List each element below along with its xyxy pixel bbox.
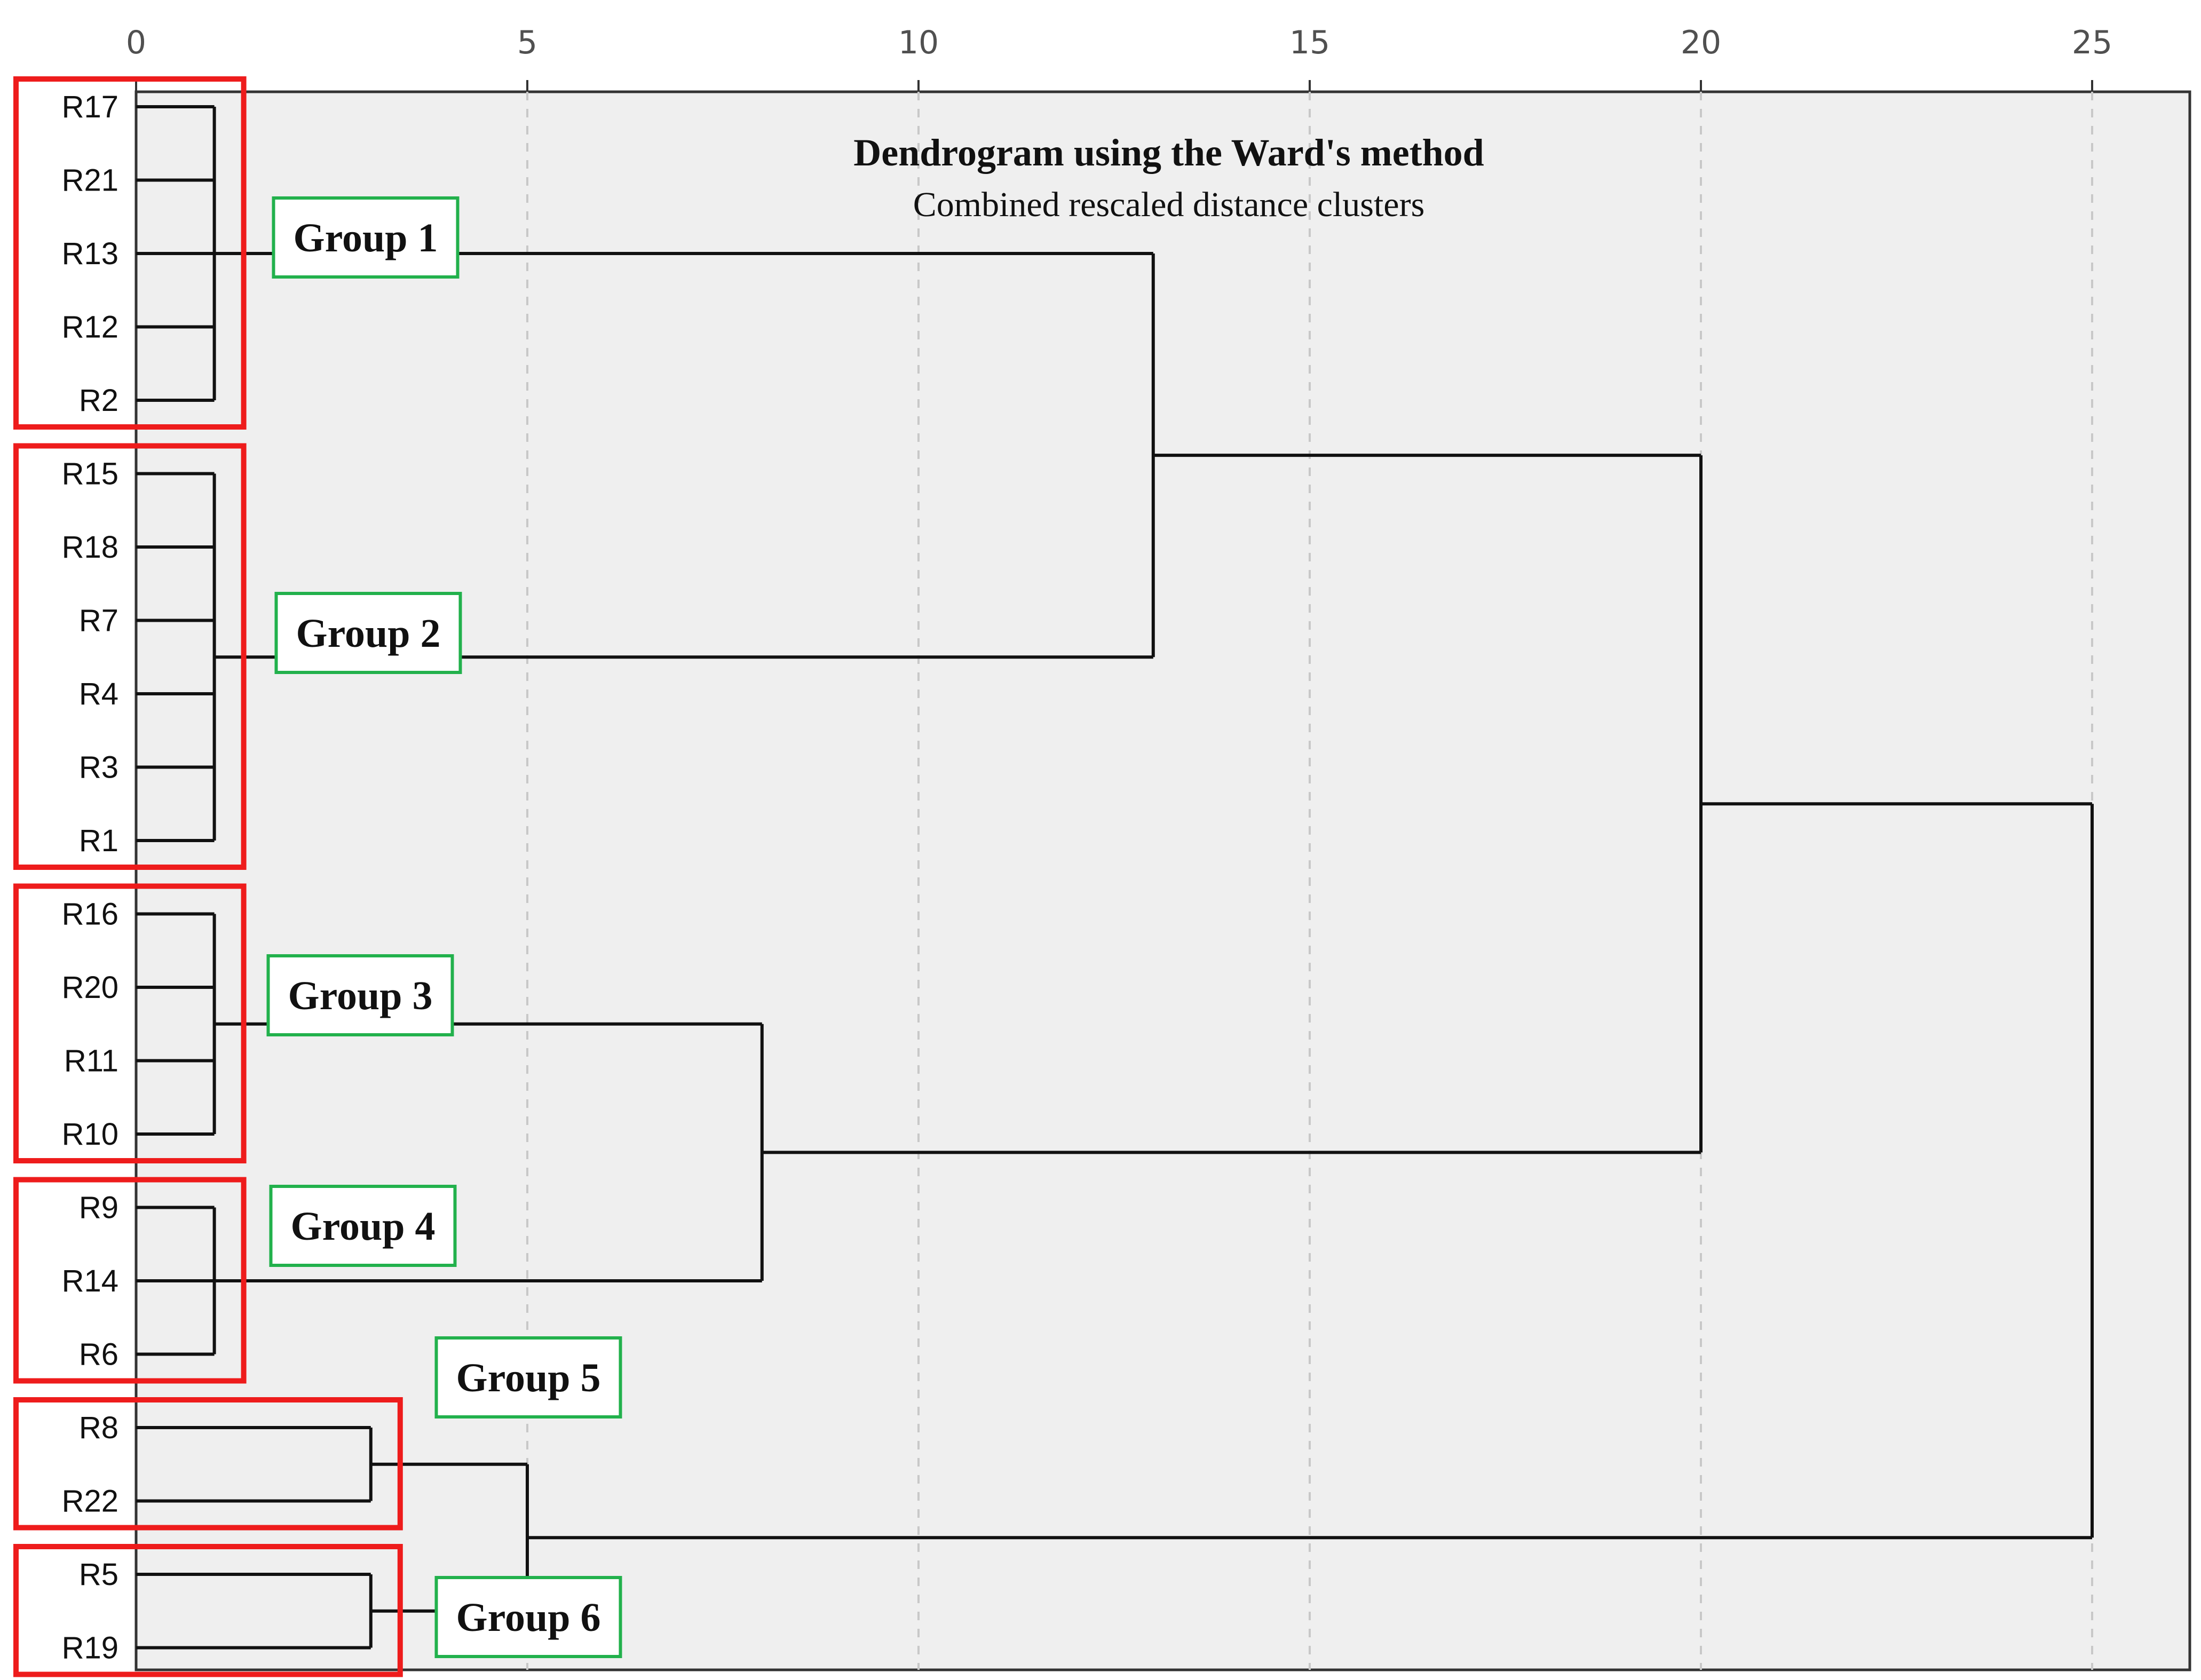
group-label-1: Group 1: [293, 216, 438, 260]
x-axis-ticks: 0 5 10 15 20 25: [126, 24, 2112, 92]
leaf-label: R12: [62, 310, 118, 345]
group-label-box-2: [274, 592, 462, 674]
group-box-1: [13, 76, 247, 430]
leaf-label: R6: [79, 1337, 118, 1372]
group-box-6: [13, 1544, 403, 1677]
x-tick-label: 10: [898, 24, 939, 61]
leaf-label: R3: [79, 750, 118, 785]
leaf-label: R13: [62, 236, 118, 271]
group-label-box-3: [266, 954, 454, 1036]
chart-subtitle: Combined rescaled distance clusters: [913, 185, 1425, 224]
leaf-label: R7: [79, 604, 118, 638]
leaf-label: R19: [62, 1631, 118, 1666]
leaf-label: R10: [62, 1117, 118, 1152]
leaf-label: R22: [62, 1484, 118, 1519]
group-labels: Group 1 Group 2 Group 3 Group 4 Group 5 Group…: [266, 196, 622, 1658]
group-label-6: Group 6: [456, 1595, 600, 1640]
dendrogram-tree: [136, 105, 2094, 1650]
x-tick-label: 0: [126, 24, 146, 61]
leaf-label: R18: [62, 530, 118, 565]
leaf-label: R17: [62, 90, 118, 124]
leaf-label: R14: [62, 1264, 118, 1298]
group-label-2: Group 2: [296, 611, 440, 656]
leaf-labels: R17R21R13R12R2R15R18R7R4R3R1R16R20R11R10…: [62, 90, 118, 1666]
group-box-4: [13, 1177, 247, 1384]
group-box-5: [13, 1397, 403, 1531]
group-label-4: Group 4: [290, 1204, 435, 1249]
plot-area: [134, 90, 2191, 1671]
leaf-label: R15: [62, 457, 118, 492]
x-tick-label: 20: [1681, 24, 1721, 61]
group-label-3: Group 3: [288, 973, 432, 1018]
group-label-box-4: [269, 1185, 457, 1267]
x-tick-label: 25: [2072, 24, 2112, 61]
group-label-box-5: [434, 1336, 622, 1419]
x-tick-label: 5: [517, 24, 537, 61]
group-label-box-6: [434, 1576, 622, 1658]
leaf-label: R11: [64, 1044, 118, 1079]
group-label-5: Group 5: [456, 1356, 600, 1400]
leaf-label: R9: [79, 1191, 118, 1225]
leaf-label: R16: [62, 897, 118, 932]
leaf-label: R8: [79, 1410, 118, 1445]
leaf-label: R2: [79, 383, 118, 418]
chart-title: Dendrogram using the Ward's method: [853, 131, 1484, 174]
group-boxes: [13, 76, 403, 1677]
leaf-label: R5: [79, 1557, 118, 1592]
leaf-label: R20: [62, 970, 118, 1005]
group-box-3: [13, 883, 247, 1163]
group-box-2: [13, 443, 247, 870]
x-tick-label: 15: [1289, 24, 1330, 61]
group-label-box-1: [272, 196, 460, 279]
leaf-label: R4: [79, 677, 118, 711]
leaf-label: R21: [62, 163, 118, 198]
leaf-label: R1: [79, 823, 118, 858]
